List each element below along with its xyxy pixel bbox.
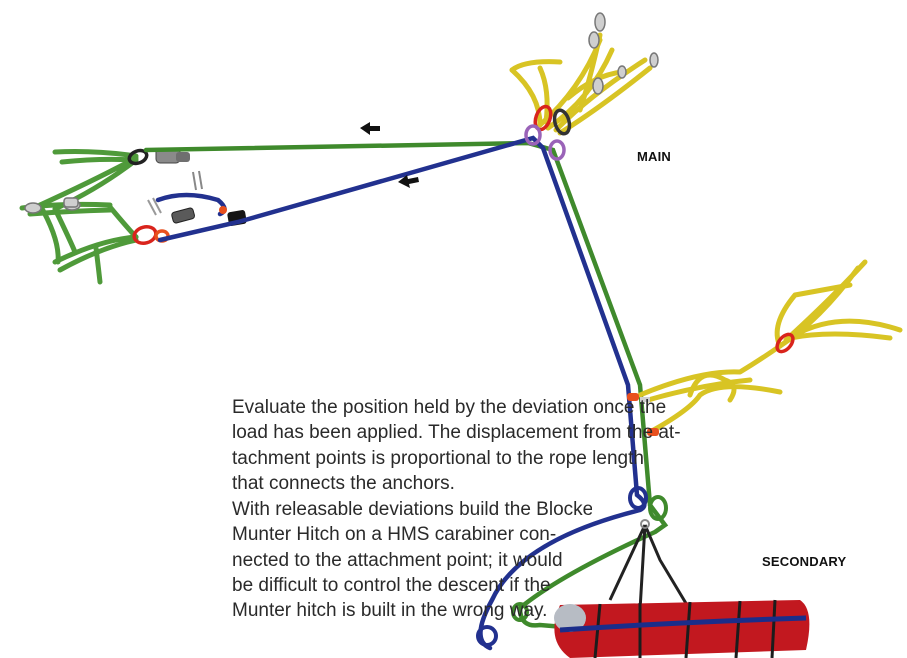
text-line: load has been applied. The displacement …: [232, 422, 681, 444]
instruction-paragraph-1: Evaluate the position held by the deviat…: [232, 395, 792, 496]
carabiner-icon: [775, 332, 795, 354]
text-line: be difficult to control the descent if t…: [232, 574, 551, 596]
secondary-rope: [157, 135, 647, 651]
rope-clamps: [627, 393, 659, 436]
left-anchor-slings: [19, 149, 139, 285]
text-line: tachment points is proportional to the r…: [232, 447, 644, 469]
instruction-paragraph-2: With releasable deviations build the Blo…: [232, 497, 592, 658]
text-line: Munter Hitch on a HMS carabiner con-: [232, 524, 557, 546]
deviation-anchor-slings: [637, 259, 903, 435]
text-line: that connects the anchors.: [232, 472, 455, 494]
secondary-rope-label: SECONDARY: [762, 554, 847, 569]
main-anchor-slings: [509, 32, 653, 136]
text-line: Munter hitch is built in the wrong way.: [232, 600, 548, 622]
main-rope: [143, 140, 669, 633]
anchor-bolts-left: [24, 197, 81, 214]
rescue-stretcher-icon: [554, 599, 810, 658]
tie-off-marks: [147, 197, 162, 216]
stretcher-bridle: [608, 524, 692, 611]
main-rope-label: MAIN: [637, 149, 672, 164]
carabiner-icon: [524, 104, 572, 161]
text-line: nected to the attachment point; it would: [232, 549, 563, 571]
carabiner-icon: [476, 486, 668, 647]
left-arrow-icon: [360, 122, 419, 188]
text-line: Evaluate the position held by the deviat…: [232, 397, 667, 418]
anchor-bolts-main: [588, 12, 659, 95]
belay-device-icon: [155, 147, 203, 191]
text-line: With releasable deviations build the Blo…: [232, 499, 592, 520]
